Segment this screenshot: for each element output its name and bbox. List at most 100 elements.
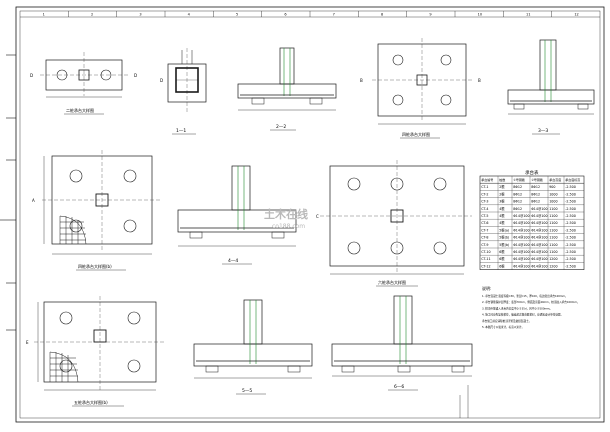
- plan-six-pile-cap: C 六桩承台大样图: [316, 160, 472, 287]
- grid-label: D: [134, 73, 137, 78]
- outer-frame: [15, 6, 605, 423]
- table-cell: 1200: [549, 257, 557, 261]
- table-cell: CT-3: [481, 200, 488, 204]
- table-cell: 6根: [499, 263, 505, 268]
- table-cell: 8Φ12: [531, 185, 540, 189]
- table-cell: 5根(a): [499, 227, 509, 232]
- pile-circle: [56, 69, 68, 81]
- table-cell: Φ14@100: [531, 207, 547, 211]
- section-2-2: 2—2: [237, 47, 337, 131]
- table-cell: CT-9: [481, 243, 488, 247]
- table-cell: -2.500: [565, 250, 576, 254]
- table-cell: 1000: [549, 200, 557, 204]
- grid-label: A: [32, 198, 35, 203]
- table-cell: 1200: [549, 264, 557, 268]
- table-cell: 3根: [499, 199, 505, 204]
- general-notes: 说明: 1. 承台混凝土强度等级C30，垫层C15，厚100，每边宽出承台100m…: [482, 285, 579, 329]
- table-cell: Φ14@100: [513, 228, 529, 232]
- grid-number: 4: [188, 13, 191, 17]
- table-cell: 900: [549, 185, 555, 189]
- section-6-6: 6—6: [331, 295, 473, 391]
- plan-title: 四桩承台大样图: [402, 131, 430, 137]
- section-5-5: 5—5: [193, 299, 313, 395]
- table-cell: Φ14@100: [513, 221, 529, 225]
- grid-number: 12: [574, 13, 578, 17]
- table-cell: 1100: [549, 221, 557, 225]
- note-line: 3. 桩顶纵筋锚入承台内长度不小于35d，且不小于500mm。: [482, 306, 552, 310]
- table-cell: -2.500: [565, 214, 576, 218]
- rebar-grid: [49, 351, 79, 383]
- table-cell: 2根: [499, 191, 505, 196]
- section-title: 5—5: [242, 388, 252, 394]
- table-cell: Φ14@100: [513, 257, 529, 261]
- section-3-3: 3—3: [507, 39, 595, 135]
- pile-circle: [100, 69, 112, 81]
- grid-number: 2: [91, 13, 93, 17]
- table-cell: 4根: [499, 206, 505, 211]
- table-header-cell: 桩数: [499, 177, 505, 182]
- grid-label: D: [30, 73, 33, 78]
- table-cell: CT-1: [481, 185, 488, 189]
- table-cell: Φ14@100: [513, 236, 529, 240]
- section-4-4: 4—4: [177, 165, 297, 265]
- grid-number: 11: [526, 13, 530, 17]
- table-cell: Φ14@100: [531, 221, 547, 225]
- section-title: 1—1: [176, 128, 186, 134]
- table-cell: 8Φ12: [513, 200, 522, 204]
- table-header-cell: ①号钢筋: [513, 177, 525, 182]
- table-cell: 1000: [549, 192, 557, 196]
- table-header-cell: ②号钢筋: [531, 177, 543, 182]
- section-title: 4—4: [228, 258, 238, 264]
- table-cell: Φ14@100: [513, 250, 529, 254]
- table-cell: 8Φ12: [513, 185, 522, 189]
- table-cell: 1100: [549, 228, 557, 232]
- left-margin-ticks: [0, 54, 16, 331]
- note-line: 承台施工前应清除桩顶浮浆及破损混凝土。: [482, 319, 531, 323]
- table-cell: -2.500: [565, 185, 576, 189]
- table-cell: -2.500: [565, 264, 576, 268]
- table-cell: -2.500: [565, 207, 576, 211]
- watermark: 土木在线 co188.com: [264, 207, 308, 230]
- table-cell: CT-11: [481, 257, 490, 261]
- grid-number: 5: [236, 13, 238, 17]
- table-cell: -2.500: [565, 200, 576, 204]
- plan-two-pile-cap: D D 二桩承台大样图: [30, 52, 137, 115]
- table-title: 承台表: [525, 169, 539, 176]
- grid-number: 9: [429, 13, 431, 17]
- table-cell: -2.500: [565, 192, 576, 196]
- table-cell: 4根: [499, 213, 505, 218]
- note-line: 1. 承台混凝土强度等级C30，垫层C15，厚100，每边宽出承台100mm。: [482, 294, 568, 298]
- grid-number: 3: [139, 13, 141, 17]
- note-line: 5. 本图尺寸以毫米计，标高以米计。: [482, 325, 524, 329]
- table-header-cell: 承台编号: [481, 177, 493, 182]
- table-cell: -2.500: [565, 236, 576, 240]
- table-cell: 6根: [499, 256, 505, 261]
- grid-number: 1: [43, 13, 45, 17]
- table-cell: 8Φ12: [513, 207, 522, 211]
- table-cell: Φ14@100: [531, 264, 547, 268]
- note-line: 2. 承台钢筋保护层厚度：底部70mm，侧面及顶面40mm，桩顶嵌入承台100m…: [482, 300, 579, 304]
- table-cell: Φ14@100: [531, 257, 547, 261]
- plan-five-pile-cap-b: E 五桩承台大样图(b): [26, 296, 164, 407]
- table-cell: CT-5: [481, 214, 488, 218]
- section-1-1: D 1—1: [160, 48, 207, 135]
- table-cell: 6根: [499, 249, 505, 254]
- table-cell: CT-10: [481, 250, 490, 254]
- rebar-grid: [59, 215, 87, 245]
- table-cell: 5根(b): [499, 235, 509, 240]
- plan-title: 六桩承台大样图: [378, 279, 406, 285]
- table-cell: Φ14@100: [513, 243, 529, 247]
- notes-title: 说明:: [482, 285, 491, 291]
- grid-number: 8: [381, 13, 383, 17]
- table-cell: 1100: [549, 250, 557, 254]
- table-cell: -2.500: [565, 257, 576, 261]
- table-cell: 1100: [549, 243, 557, 247]
- section-title: 3—3: [538, 128, 548, 134]
- table-cell: Φ14@100: [531, 243, 547, 247]
- table-cell: Φ14@100: [513, 264, 529, 268]
- note-line: 4. 施工时应先复核桩位，偏差超过规范要求时，应通知设计单位处理。: [482, 313, 563, 317]
- table-cell: 8Φ12: [513, 192, 522, 196]
- table-cell: Φ14@100: [531, 236, 547, 240]
